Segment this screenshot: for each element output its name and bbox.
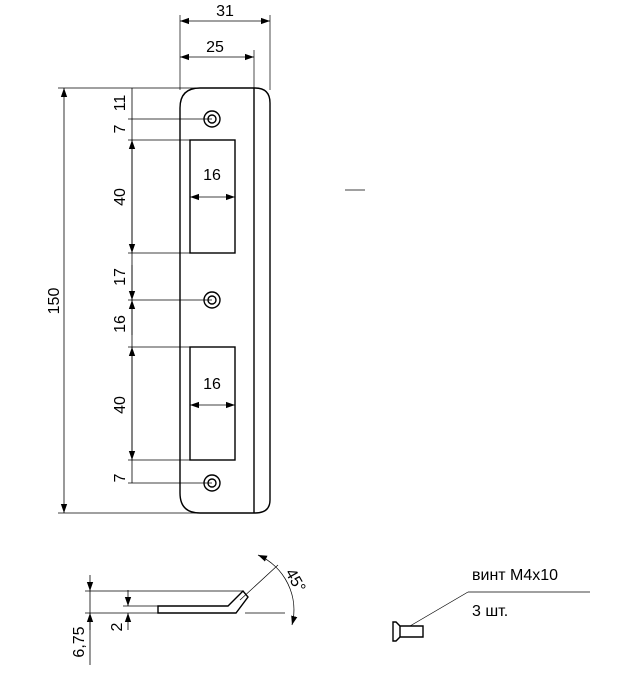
dimension-height-overall: 150 bbox=[46, 288, 63, 315]
dimension-height-total: 6,75 bbox=[71, 626, 88, 657]
screw-label: винт М4х10 bbox=[472, 567, 558, 584]
dimension-gap-mid-top: 17 bbox=[112, 268, 129, 286]
bent-plate-profile bbox=[157, 589, 249, 614]
dimension-bend-angle: 45° bbox=[281, 566, 308, 595]
latch-slot-top bbox=[189, 139, 236, 254]
dimension-width-overall: 31 bbox=[216, 3, 234, 20]
dimension-slot-width-top: 16 bbox=[203, 167, 221, 184]
plate-outline bbox=[179, 87, 271, 514]
side-view: 6,75 2 45° bbox=[71, 554, 308, 665]
screw-icon bbox=[392, 621, 424, 642]
dimension-slot-height-top: 40 bbox=[112, 188, 129, 206]
dimension-hole-gap-bottom: 7 bbox=[112, 473, 129, 482]
screw-quantity: 3 шт. bbox=[472, 603, 508, 620]
dimension-slot-width-bottom: 16 bbox=[203, 376, 221, 393]
dimension-gap-mid-bottom: 16 bbox=[112, 315, 129, 333]
slot-width-dimensions: 16 16 bbox=[190, 167, 235, 409]
dimension-slot-height-bottom: 40 bbox=[112, 396, 129, 414]
left-dimensions: 150 11 7 40 17 16 40 7 bbox=[46, 87, 212, 514]
dimension-hole-gap-top: 7 bbox=[112, 124, 129, 133]
strike-plate-front-view bbox=[179, 87, 271, 514]
screw-callout: винт М4х10 3 шт. bbox=[392, 567, 590, 642]
dimension-thickness: 2 bbox=[109, 622, 126, 631]
top-dimensions: 31 25 bbox=[179, 3, 271, 90]
dimension-width-plate: 25 bbox=[206, 39, 224, 56]
dimension-offset-top: 11 bbox=[112, 95, 129, 112]
latch-slot-bottom bbox=[189, 346, 236, 461]
